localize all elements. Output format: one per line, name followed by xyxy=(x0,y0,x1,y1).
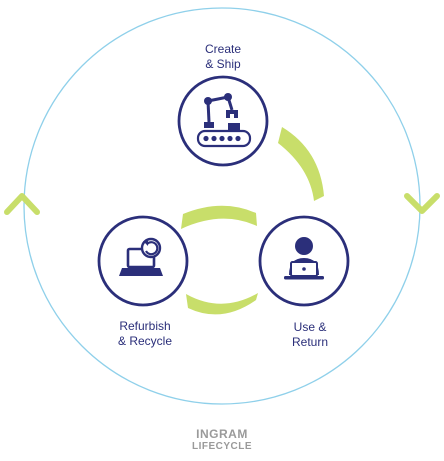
label-use-return: Use & Return xyxy=(270,320,350,350)
label-create-line2: & Ship xyxy=(205,57,241,71)
label-refurbish-recycle: Refurbish & Recycle xyxy=(100,319,190,349)
node-use-return xyxy=(258,215,350,307)
label-use-line1: Use & xyxy=(293,320,327,334)
right-chevron-down-icon xyxy=(404,193,440,214)
label-use-line2: Return xyxy=(291,335,329,349)
label-refurbish-line1: Refurbish xyxy=(119,319,171,333)
left-chevron-up-icon xyxy=(4,193,40,215)
label-refurbish-line2: & Recycle xyxy=(117,334,173,348)
brand-subtitle: LIFECYCLE xyxy=(191,441,253,452)
label-create-ship: Create & Ship xyxy=(183,42,263,72)
node-refurbish-recycle xyxy=(97,215,189,307)
person-laptop-icon xyxy=(284,237,324,280)
cycle-arrow-create-to-use xyxy=(278,127,324,201)
robot-arm-conveyor-icon xyxy=(196,93,252,148)
label-create-line1: Create xyxy=(204,42,242,56)
cycle-arrow-refurbish-to-create xyxy=(181,205,257,229)
cycle-arrow-use-to-refurbish xyxy=(186,293,258,315)
laptop-refresh-icon xyxy=(119,237,163,276)
node-create-ship xyxy=(177,75,269,167)
brand-logo: INGRAM LIFECYCLE xyxy=(172,428,272,453)
brand-name: INGRAM xyxy=(196,427,248,441)
